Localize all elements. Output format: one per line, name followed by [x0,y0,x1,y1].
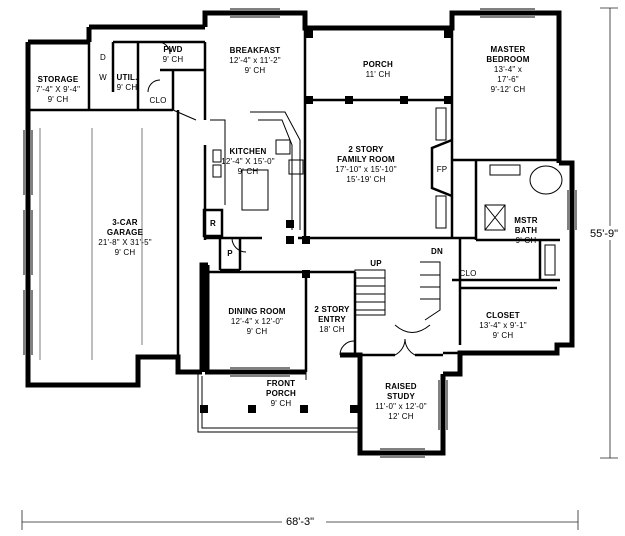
front-porch-ceiling: 9' CH [271,399,292,408]
front-porch-label-1: FRONT [267,379,296,388]
pantry-label: P [227,249,233,258]
clo-right-label: CLO [459,269,476,278]
pwd-label: PWD [163,45,182,54]
mstr-bath-ceiling: 9' CH [516,236,537,245]
family-size: 17'-10" x 15'-10" [335,165,397,174]
master-size-1: 13'-4" x [494,65,522,74]
kitchen-label: KITCHEN [230,147,267,156]
exterior-walls [25,10,575,456]
util-label: UTIL. [117,73,138,82]
interior-walls [28,28,560,372]
dryer-label: D [100,53,106,62]
garage-label-1: 3-CAR [112,218,137,227]
windows [23,8,577,458]
front-porch-label-2: PORCH [266,389,296,398]
width-dim-bg [282,514,326,528]
width-dimension: 68'-3" [286,516,314,528]
dining-ceiling: 9' CH [247,327,268,336]
dining-label: DINING ROOM [228,307,285,316]
family-label-1: 2 STORY [348,145,384,154]
master-label-1: MASTER [491,45,526,54]
bath-detail [484,164,563,276]
closet-label: CLOSET [486,311,520,320]
family-label-2: FAMILY ROOM [337,155,395,164]
mstr-bath-label-2: BATH [515,226,537,235]
entry-label-2: ENTRY [318,315,346,324]
master-label-2: BEDROOM [486,55,529,64]
family-detail [430,107,453,229]
closet-size: 13'-4" x 9'-1" [479,321,527,330]
depth-dim-bg [590,226,625,240]
storage-size: 7'-4" X 9'-4" [36,85,80,94]
entry-label-1: 2 STORY [314,305,350,314]
pwd-ceiling: 9' CH [163,55,184,64]
refrigerator-label: R [210,219,216,228]
storage-label: STORAGE [38,75,79,84]
master-ceiling: 9'-12' CH [491,85,526,94]
family-ceiling: 15'-19' CH [346,175,385,184]
util-ceiling: 9' CH [117,83,138,92]
porch-label: PORCH [363,60,393,69]
garage-size: 21'-8" X 31'-5" [98,238,152,247]
breakfast-ceiling: 9' CH [245,66,266,75]
study-size: 11'-0" x 12'-0" [375,402,427,411]
stairs [354,261,441,333]
breakfast-size: 12'-4" x 11'-2" [229,56,281,65]
study-label-1: RAISED [385,382,416,391]
front-porch-outline [197,372,360,433]
mstr-bath-label-1: MSTR [514,216,537,225]
entry-ceiling: 18' CH [319,325,344,334]
porch-posts [200,30,452,413]
storage-ceiling: 9' CH [48,95,69,104]
master-size-2: 17'-6" [497,75,519,84]
kitchen-detail [210,111,304,230]
kitchen-ceiling: 9' CH [238,167,259,176]
garage-label-2: GARAGE [107,228,144,237]
stairs-dn-label: DN [431,247,443,256]
stairs-up-label: UP [370,259,382,268]
porch-ceiling: 11' CH [366,70,391,79]
door-swings [147,41,416,356]
breakfast-label: BREAKFAST [230,46,281,55]
study-ceiling: 12' CH [388,412,413,421]
dimension-lines [21,7,618,530]
depth-dimension: 55'-9" [590,228,618,240]
fireplace-label: FP [437,165,448,174]
washer-label: W [99,73,107,82]
study-label-2: STUDY [387,392,416,401]
garage-detail [39,109,197,360]
room-labels: STORAGE 7'-4" X 9'-4" 9' CH D W UTIL. 9'… [36,45,538,421]
dining-size: 12'-4" x 12'-0" [231,317,283,326]
kitchen-size: 12'-4" X 15'-0" [221,157,275,166]
garage-ceiling: 9' CH [115,248,136,257]
closet-ceiling: 9' CH [493,331,514,340]
clo-left-label: CLO [149,96,166,105]
